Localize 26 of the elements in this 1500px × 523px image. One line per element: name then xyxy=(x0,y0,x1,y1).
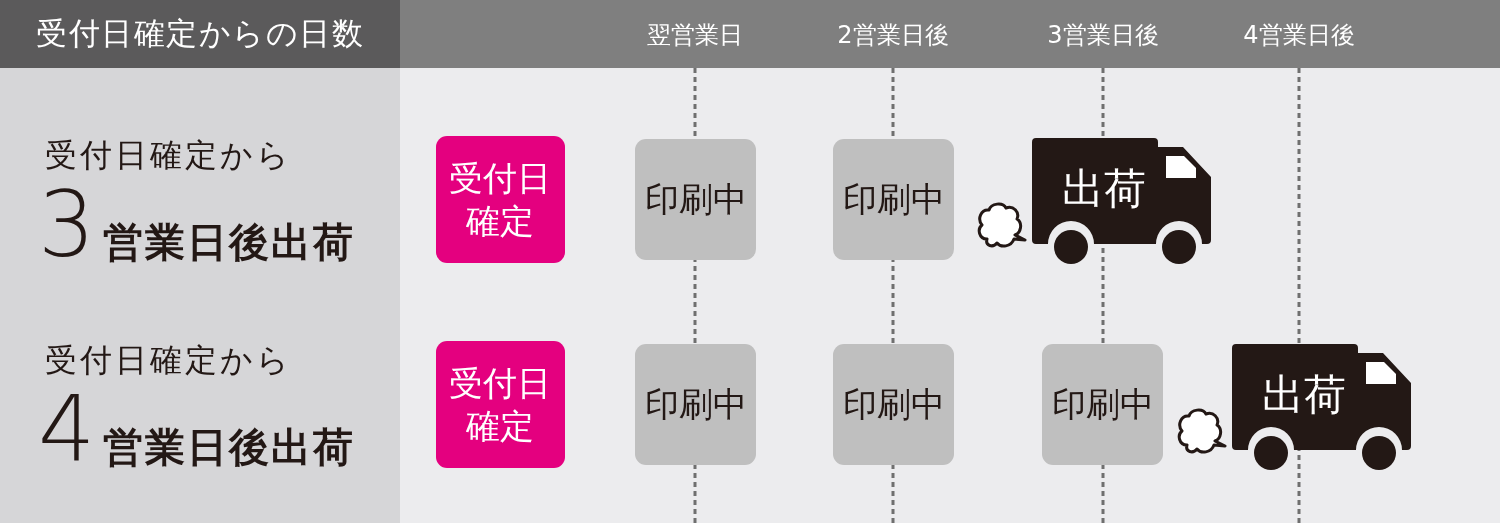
header-band xyxy=(400,0,1500,68)
printing-box xyxy=(635,139,756,260)
column-heading: 受付日確定からの日数 xyxy=(36,14,364,53)
step-label: 受付日確定 xyxy=(448,361,553,448)
shipping-label: 出荷 xyxy=(1261,374,1347,416)
step-label: 印刷中 xyxy=(644,383,747,426)
day-column-heading: 翌営業日 xyxy=(647,20,743,50)
shipping-label: 出荷 xyxy=(1061,168,1147,210)
day-column-heading: 4営業日後 xyxy=(1243,20,1355,50)
row-subtitle: 受付日確定から xyxy=(45,136,292,175)
order-confirmed-box xyxy=(436,341,565,468)
row-subtitle: 受付日確定から xyxy=(45,341,292,380)
header-cell xyxy=(0,0,400,68)
printing-box xyxy=(635,344,756,465)
step-label: 印刷中 xyxy=(842,383,945,426)
printing-box xyxy=(833,344,954,465)
step-label: 受付日確定 xyxy=(448,156,553,243)
step-label: 印刷中 xyxy=(644,178,747,221)
step-label: 印刷中 xyxy=(1051,383,1154,426)
step-label: 印刷中 xyxy=(842,178,945,221)
printing-box xyxy=(1042,344,1163,465)
day-column-heading: 3営業日後 xyxy=(1047,20,1159,50)
row-label-panel xyxy=(0,68,400,523)
day-column-heading: 2営業日後 xyxy=(837,20,949,50)
order-confirmed-box xyxy=(436,136,565,263)
printing-box xyxy=(833,139,954,260)
